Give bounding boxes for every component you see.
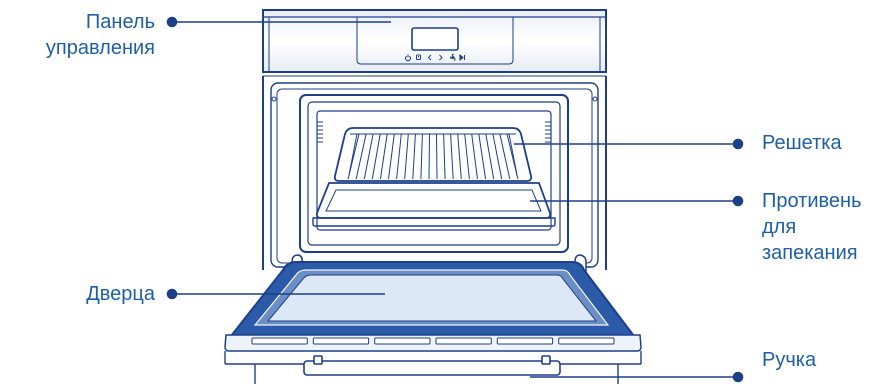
- rack-bar: [458, 134, 462, 179]
- label-tray: Противень для запекания: [762, 188, 862, 266]
- rack-bar: [486, 134, 494, 179]
- label-tray-line-2: для: [762, 214, 862, 240]
- rack-bar: [405, 134, 409, 179]
- oven-body: [263, 76, 606, 270]
- rack-bar: [493, 134, 502, 179]
- rack-rails-left: [317, 122, 323, 142]
- rack-bar: [364, 134, 373, 179]
- rack-bar: [413, 134, 416, 179]
- door-vent-slot: [375, 338, 430, 344]
- wire-rack: [335, 128, 531, 181]
- rack-bar: [421, 134, 423, 179]
- display-screen: [412, 28, 458, 50]
- label-rack: Решетка: [762, 130, 842, 156]
- callout-handle: [530, 373, 743, 382]
- rack-bar: [380, 134, 387, 179]
- rack-bar: [472, 134, 478, 179]
- door-vent-slot: [436, 338, 491, 344]
- label-door: Дверца: [86, 281, 155, 307]
- label-tray-line-3: запекания: [762, 240, 862, 266]
- rack-bar: [451, 134, 454, 179]
- label-control-panel: Панель управления: [46, 9, 155, 61]
- rack-bar: [389, 134, 395, 179]
- door-vent-slot: [497, 338, 552, 344]
- baking-tray: [313, 183, 555, 226]
- label-handle: Ручка: [762, 347, 816, 373]
- label-tray-line-1: Противень: [762, 188, 862, 214]
- door-vent-slot: [252, 338, 307, 344]
- rack-bar: [479, 134, 486, 179]
- rack-bar: [444, 134, 446, 179]
- rack-bar: [397, 134, 402, 179]
- label-control-panel-line-2: управления: [46, 35, 155, 61]
- callout-tray: [530, 197, 743, 206]
- label-control-panel-line-1: Панель: [46, 9, 155, 35]
- callout-rack: [514, 140, 743, 149]
- rack-bar: [437, 134, 438, 179]
- door-handle[interactable]: [304, 356, 560, 375]
- door-vent-slot: [559, 338, 614, 344]
- control-panel: [263, 10, 606, 76]
- rack-bar: [465, 134, 470, 179]
- door-vent-slot: [313, 338, 368, 344]
- oven-door: [225, 262, 641, 351]
- rack-bar: [429, 134, 430, 179]
- rack-rails-right: [545, 122, 551, 142]
- oven-cavity: [300, 95, 568, 252]
- rack-bar: [372, 134, 380, 179]
